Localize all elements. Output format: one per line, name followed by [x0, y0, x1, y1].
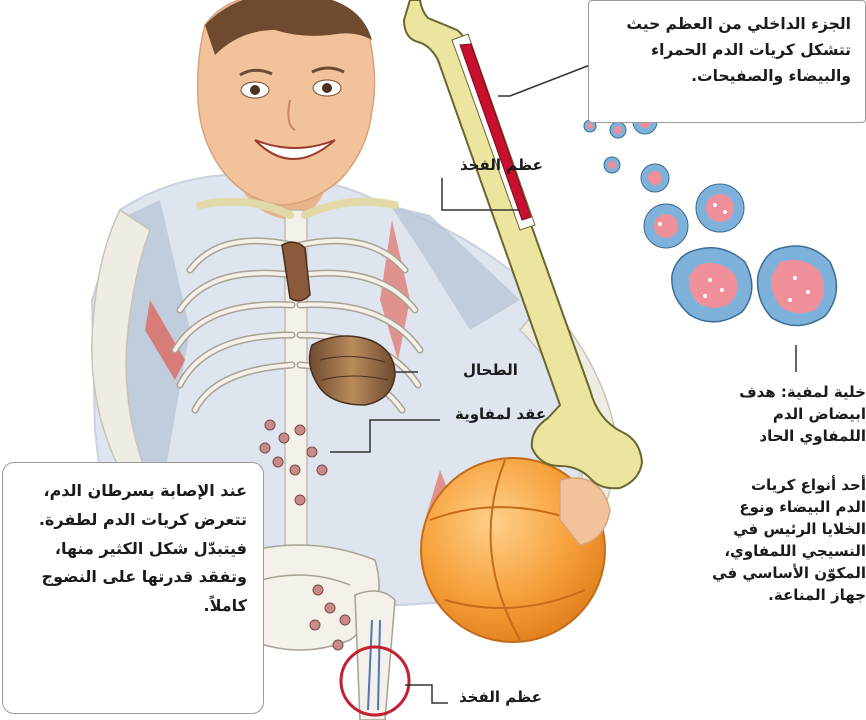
marrow-description: الجزء الداخلي من العظم حيث تتشكل كريات ا… — [597, 11, 851, 89]
lymphocyte-line3: اللمفاوي الحاد — [640, 425, 866, 447]
lymphocyte-label: خلية لمفية: هدف ابيضاض الدم اللمفاوي الح… — [640, 381, 866, 606]
blood-cells — [584, 110, 836, 326]
lymphocyte-description-4: النسيجي اللمفاوي، — [640, 540, 866, 562]
lower-femur — [355, 591, 395, 720]
spleen-label: الطحال — [463, 361, 518, 379]
lymphocyte-description-2: الدم البيضاء ونوع — [640, 496, 866, 518]
lymphocyte-title: خلية لمفية: هدف — [640, 381, 866, 403]
leukemia-callout: عند الإصابة بسرطان الدم، تتعرض كريات الد… — [2, 462, 264, 714]
lymphocyte-description-3: الخلايا الرئيس في — [640, 518, 866, 540]
leukemia-description: عند الإصابة بسرطان الدم، تتعرض كريات الد… — [11, 477, 247, 621]
lymphocyte-description-1: أحد أنواع كريات — [640, 474, 866, 496]
lymphocyte-line2: ابيضاض الدم — [640, 403, 866, 425]
marrow-callout: الجزء الداخلي من العظم حيث تتشكل كريات ا… — [588, 0, 866, 123]
lymph-nodes-label: عقد لمفاوية — [455, 405, 546, 423]
femur-upper-label: عظم الفخذ — [460, 156, 543, 174]
lower-femur-leader — [405, 685, 448, 703]
lymphocyte-description-5: المكوّن الأساسي في — [640, 562, 866, 584]
lymphocyte-description-6: جهاز المناعة. — [640, 584, 866, 606]
femur-lower-label: عظم الفخذ — [459, 688, 542, 706]
